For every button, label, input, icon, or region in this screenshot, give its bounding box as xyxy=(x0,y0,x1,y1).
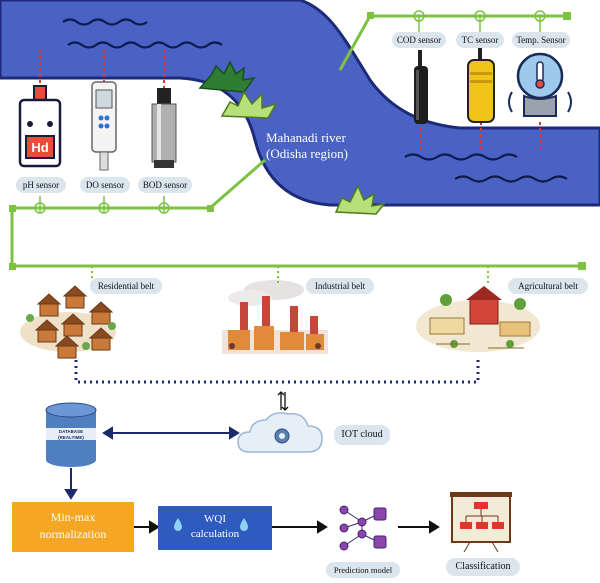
river-waves xyxy=(62,18,568,183)
flow-arrow xyxy=(134,520,160,534)
residential-belt-illustration xyxy=(20,285,116,359)
plant-icon xyxy=(334,184,386,215)
do-sensor-icon xyxy=(91,81,117,171)
flow-arrow xyxy=(272,520,328,534)
iot-cloud-icon xyxy=(237,412,323,453)
temperature-sensor-icon xyxy=(508,52,572,117)
bod-sensor-icon xyxy=(151,88,177,168)
minmax-label: Min-max normalization xyxy=(12,509,134,543)
plant-icon xyxy=(198,60,256,93)
iot-cloud-label: IOT cloud xyxy=(334,425,390,445)
do-sensor-label: DO sensor xyxy=(80,177,130,193)
classification-icon xyxy=(450,492,512,553)
river-region: (Odisha region) xyxy=(266,146,348,161)
db-down-arrow xyxy=(64,468,78,500)
wqi-label: WQI calculation xyxy=(158,512,272,542)
classification-label: Classification xyxy=(446,558,520,576)
cod-sensor-label: COD sensor xyxy=(392,32,446,48)
bod-sensor-label: BOD sensor xyxy=(138,177,192,193)
prediction-model-label: Prediction model xyxy=(326,562,400,578)
agricultural-belt-illustration xyxy=(416,286,540,352)
temp-sensor-label: Temp. Sensor xyxy=(512,32,570,48)
cod-sensor-icon xyxy=(414,50,428,124)
agricultural-belt-label: Agricultural belt xyxy=(508,278,588,294)
river-name: Mahanadi river xyxy=(266,130,346,145)
ph-sensor-label: pH sensor xyxy=(16,177,66,193)
db-cloud-arrow xyxy=(102,426,240,440)
minmax-normalization-box xyxy=(12,502,134,552)
river-label: Mahanadi river (Odisha region) xyxy=(266,130,348,162)
database-label-line2: (REALTIME) xyxy=(58,435,84,440)
probe-links xyxy=(39,50,541,150)
residential-belt-label: Residential belt xyxy=(90,278,162,294)
prediction-model-icon xyxy=(339,505,387,551)
industrial-belt-label: Industrial belt xyxy=(306,278,374,294)
river xyxy=(0,0,600,207)
water-drop-icon xyxy=(174,518,248,531)
wire-nodes xyxy=(9,12,586,270)
minmax-label-line1: Min-max xyxy=(50,510,96,524)
ph-sensor-icon: Hd xyxy=(18,85,62,168)
belt-collector xyxy=(74,360,480,384)
ph-icon-text: Hd xyxy=(31,140,48,155)
database-label-line1: DATABASE xyxy=(59,429,83,434)
minmax-label-line2: normalization xyxy=(39,527,107,541)
database-icon: DATABASE (REALTIME) xyxy=(45,402,97,467)
tc-sensor-icon xyxy=(467,44,495,123)
bidirectional-arrow xyxy=(277,391,289,411)
wqi-label-line2: calculation xyxy=(190,528,240,540)
wqi-label-line1: WQI xyxy=(204,513,226,525)
sensor-connectors xyxy=(34,10,546,214)
flow-arrow xyxy=(398,520,440,534)
tc-sensor-label: TC sensor xyxy=(456,32,504,48)
industrial-belt-illustration xyxy=(222,280,328,354)
plant-icon xyxy=(220,90,278,119)
